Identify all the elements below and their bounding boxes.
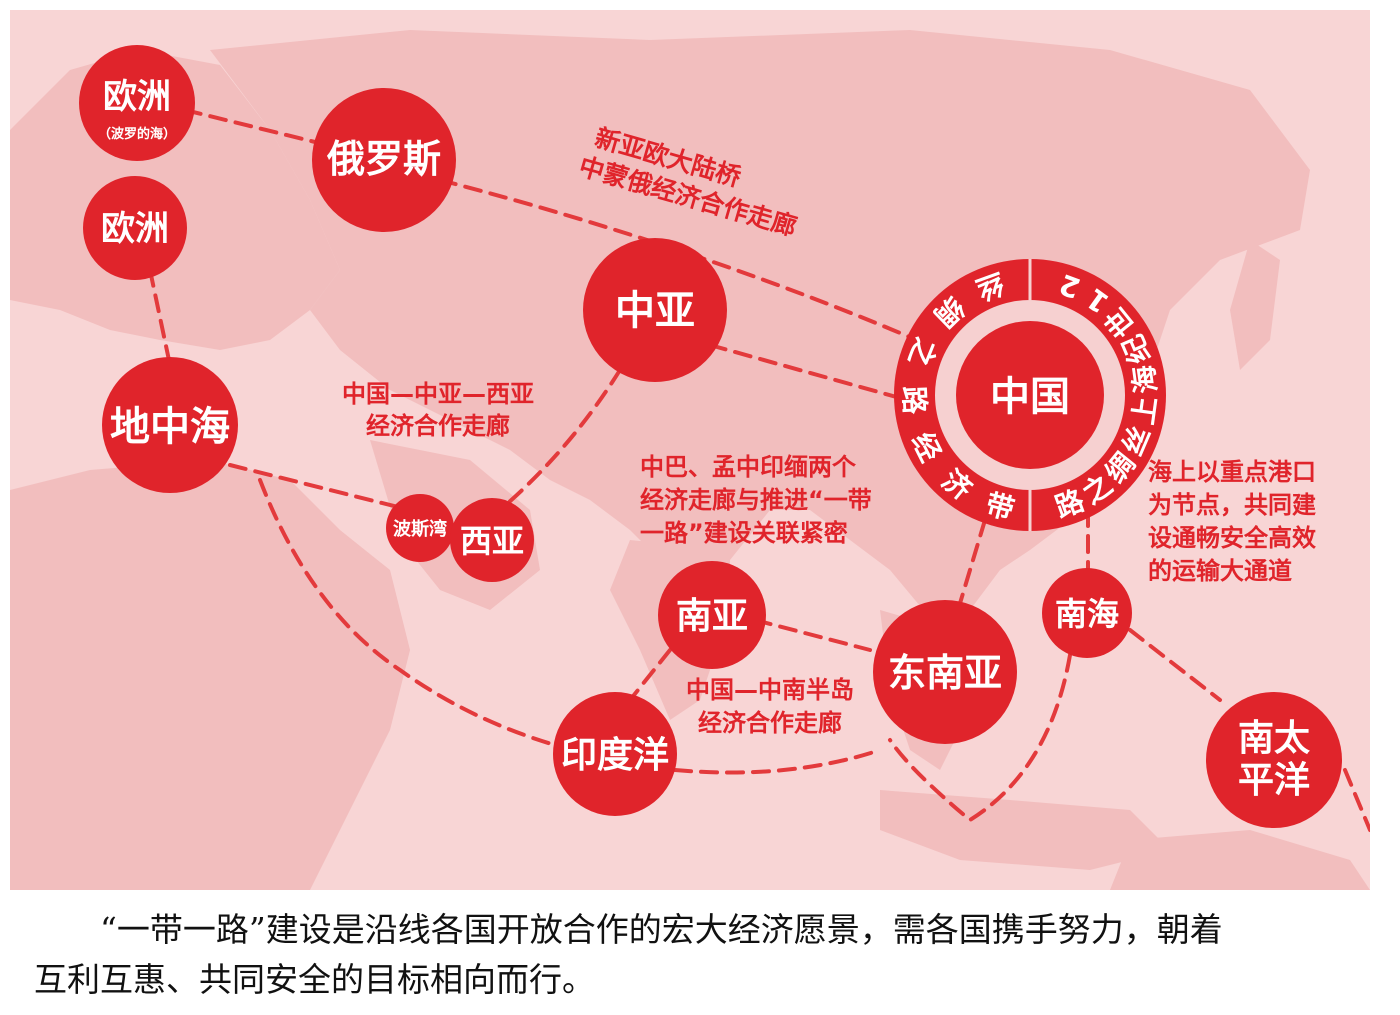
annotation-maritime-line-4: 的运输大通道 <box>1148 557 1292 585</box>
node-south-china-sea: 南海 <box>1042 568 1132 658</box>
node-central-asia-label: 中亚 <box>615 288 695 334</box>
ring-left-char: 路 <box>897 385 931 415</box>
annotation-central-west-line-1: 中国—中亚—西亚 <box>342 380 534 408</box>
annotation-indochina-line-2: 经济合作走廊 <box>698 709 842 737</box>
annotation-central-west-corridor: 中国—中亚—西亚 经济合作走廊 <box>342 380 534 440</box>
node-persian-gulf-label: 波斯湾 <box>393 518 447 540</box>
route-mediterranean-indianocean <box>258 478 557 747</box>
node-southeast-asia-label: 东南亚 <box>888 651 1002 695</box>
route-centralasia-westasia <box>498 368 622 512</box>
caption-line-1: “一带一路”建设是沿线各国开放合作的宏大经济愿景，需各国携手努力，朝着 <box>100 910 1223 949</box>
node-south-asia-label: 南亚 <box>676 596 748 637</box>
node-europe-label: 欧洲 <box>101 209 169 249</box>
node-indian-ocean: 印度洋 <box>553 692 677 816</box>
node-china-label: 中国 <box>990 374 1070 420</box>
ring-right-char: 上 <box>1127 395 1163 427</box>
node-europe-north-sublabel: （波罗的海） <box>98 126 176 142</box>
route-europe-mediterranean <box>148 268 172 367</box>
belt-road-map: 欧洲 （波罗的海） 俄罗斯 欧洲 中亚 地中海 波斯湾 西亚 中国 丝绸之路经济… <box>10 10 1370 890</box>
node-west-asia-label: 西亚 <box>460 522 524 560</box>
route-southasia-indianocean <box>628 648 672 702</box>
node-russia-label: 俄罗斯 <box>326 137 441 181</box>
route-southasia-southeastasia <box>753 618 872 652</box>
annotation-bcim-line-1: 中巴、孟中印缅两个 <box>640 453 857 481</box>
route-southpacific-exit <box>1343 768 1370 832</box>
node-south-china-sea-label: 南海 <box>1055 595 1119 633</box>
node-south-pacific-label-1: 南太 <box>1238 718 1310 759</box>
node-central-asia: 中亚 <box>583 238 727 382</box>
node-south-asia: 南亚 <box>658 561 766 669</box>
node-southeast-asia: 东南亚 <box>873 600 1017 744</box>
china-core <box>956 321 1104 469</box>
node-mediterranean-label: 地中海 <box>110 404 230 450</box>
annotation-indochina-line-1: 中国—中南半岛 <box>686 676 854 704</box>
node-europe-north-label: 欧洲 <box>103 77 171 117</box>
land-africa <box>10 460 410 890</box>
annotation-maritime-line-1: 海上以重点港口 <box>1148 458 1316 486</box>
node-mediterranean: 地中海 <box>102 357 238 493</box>
annotation-maritime-line-3: 设通畅安全高效 <box>1148 524 1316 552</box>
node-persian-gulf: 波斯湾 <box>386 494 454 562</box>
node-west-asia: 西亚 <box>450 498 534 582</box>
annotation-maritime-line-2: 为节点，共同建 <box>1148 491 1316 519</box>
annotation-central-west-line-2: 经济合作走廊 <box>366 412 510 440</box>
node-russia: 俄罗斯 <box>312 88 456 232</box>
land-indonesia <box>880 790 1170 870</box>
annotation-bcim-line-3: 一路”建设关联紧密 <box>640 519 848 547</box>
caption-line-2: 互利互惠、共同安全的目标相向而行。 <box>34 960 595 999</box>
node-indian-ocean-label: 印度洋 <box>561 735 669 776</box>
land-australia <box>1110 830 1370 890</box>
route-indianocean-southeastasia <box>673 748 882 775</box>
annotation-indochina-corridor: 中国—中南半岛 经济合作走廊 <box>686 676 854 737</box>
route-southchinasea-southeastasia <box>888 653 1072 823</box>
ring-right-char: 海 <box>1127 363 1163 395</box>
route-mediterranean-gulf <box>228 463 412 512</box>
annotation-bcim-line-2: 经济走廊与推进“一带 <box>640 486 872 514</box>
node-europe: 欧洲 <box>83 176 187 280</box>
annotation-maritime-route: 海上以重点港口 为节点，共同建 设通畅安全高效 的运输大通道 <box>1148 458 1316 585</box>
route-china-southeastasia <box>956 518 987 612</box>
route-centralasia-china <box>708 343 927 407</box>
node-south-pacific: 南太 平洋 <box>1206 692 1342 828</box>
node-europe-north: 欧洲 （波罗的海） <box>79 45 195 161</box>
route-southchinasea-southpacific <box>1128 628 1222 702</box>
route-europe-russia <box>183 108 317 144</box>
node-south-pacific-label-2: 平洋 <box>1238 760 1310 801</box>
land-japan <box>1230 240 1280 370</box>
annotation-bcim-corridors: 中巴、孟中印缅两个 经济走廊与推进“一带 一路”建设关联紧密 <box>640 453 872 547</box>
caption: “一带一路”建设是沿线各国开放合作的宏大经济愿景，需各国携手努力，朝着 互利互惠… <box>34 905 1364 1005</box>
map-svg: 欧洲 （波罗的海） 俄罗斯 欧洲 中亚 地中海 波斯湾 西亚 中国 丝绸之路经济… <box>10 10 1370 890</box>
